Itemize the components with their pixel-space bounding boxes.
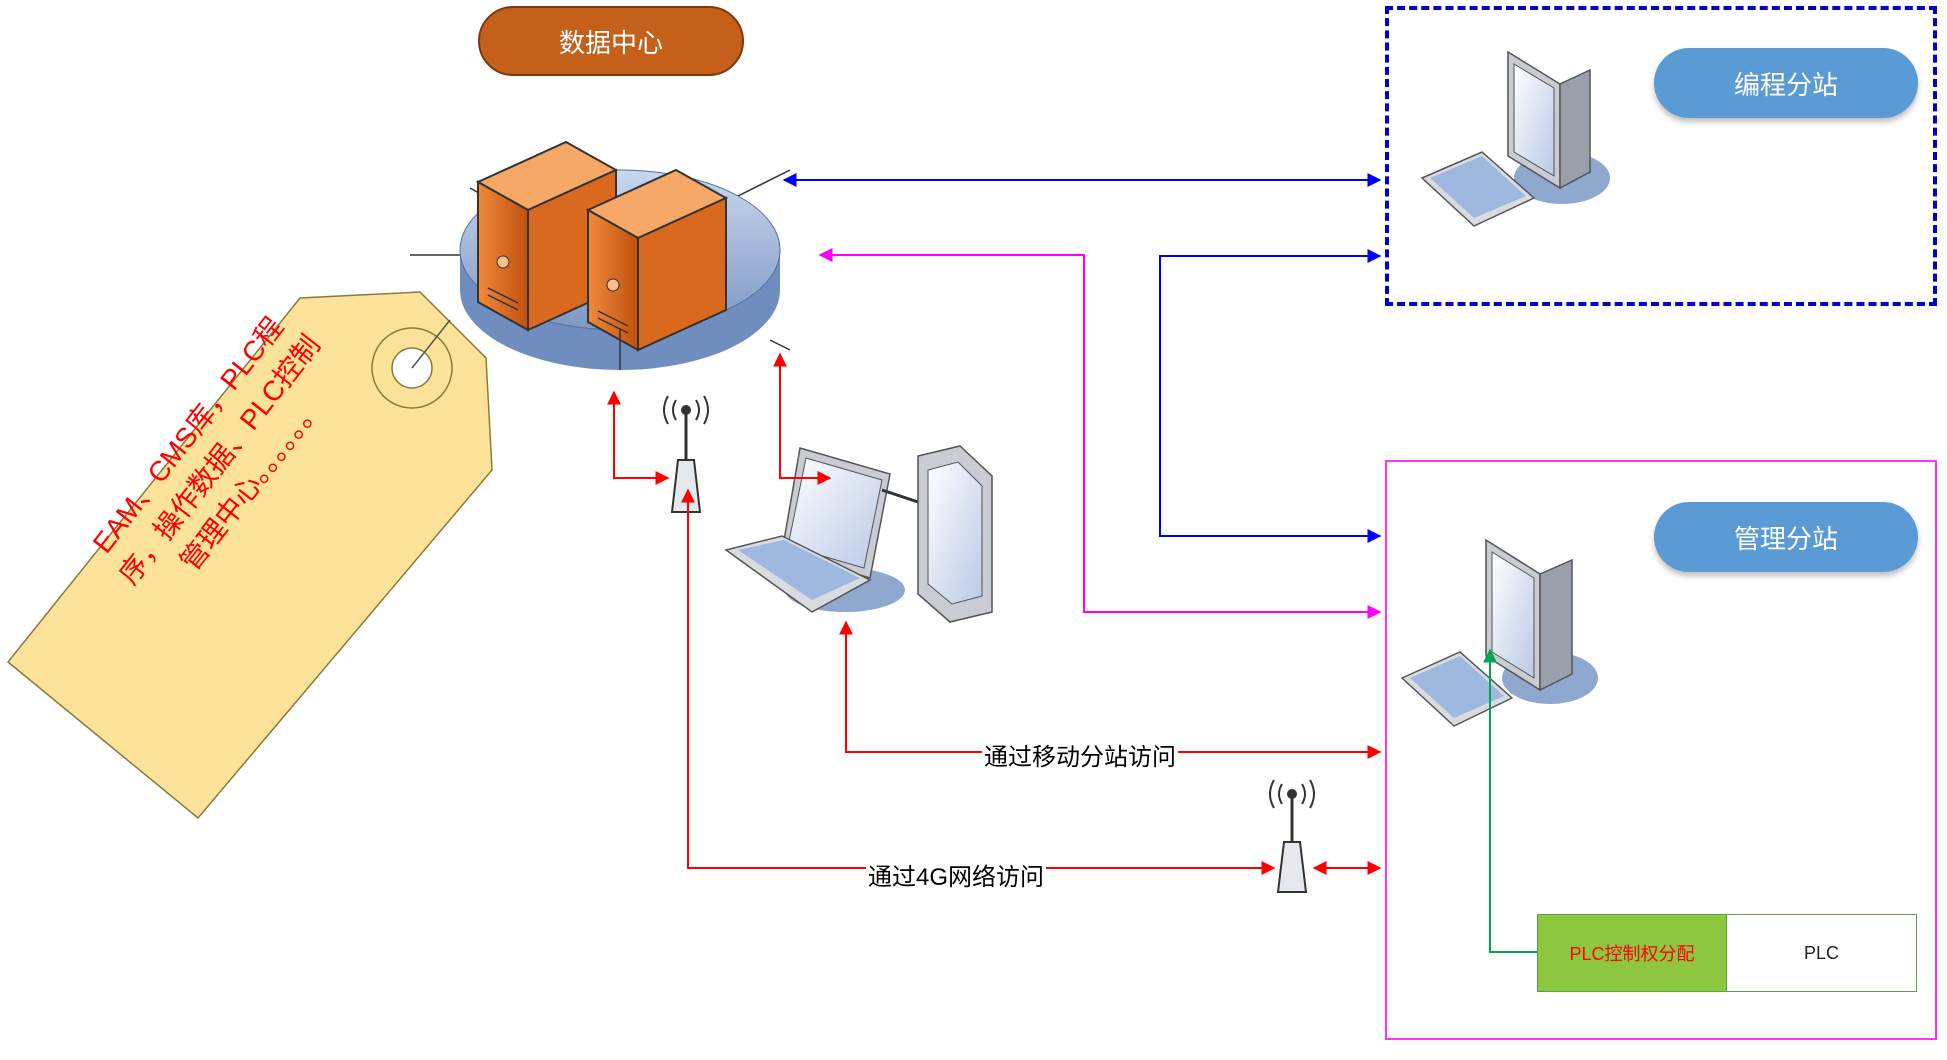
programming-station-frame <box>1385 6 1937 306</box>
4g-access-label: 通过4G网络访问 <box>866 857 1047 892</box>
server-rack-icon <box>410 140 791 370</box>
programming-station-label: 编程分站 <box>1654 48 1918 118</box>
plc-cell: PLC <box>1727 914 1917 992</box>
management-station-frame <box>1385 460 1937 1040</box>
tablet-icon <box>917 445 993 623</box>
red-connection <box>607 352 1382 875</box>
antenna-icon <box>1269 779 1315 893</box>
mobile-access-label: 通过移动分站访问 <box>982 737 1178 772</box>
computer-icon <box>1400 538 1598 727</box>
computer-icon <box>1420 50 1610 227</box>
data-center-label: 数据中心 <box>478 6 744 76</box>
management-station-label: 管理分站 <box>1654 502 1918 572</box>
green-connection <box>1483 648 1537 953</box>
magenta-connection <box>818 248 1382 619</box>
tag-icon <box>6 291 493 820</box>
plc-allocation-cell: PLC控制权分配 <box>1537 914 1727 992</box>
antenna-icon <box>663 395 709 513</box>
laptop-icon <box>724 447 931 613</box>
